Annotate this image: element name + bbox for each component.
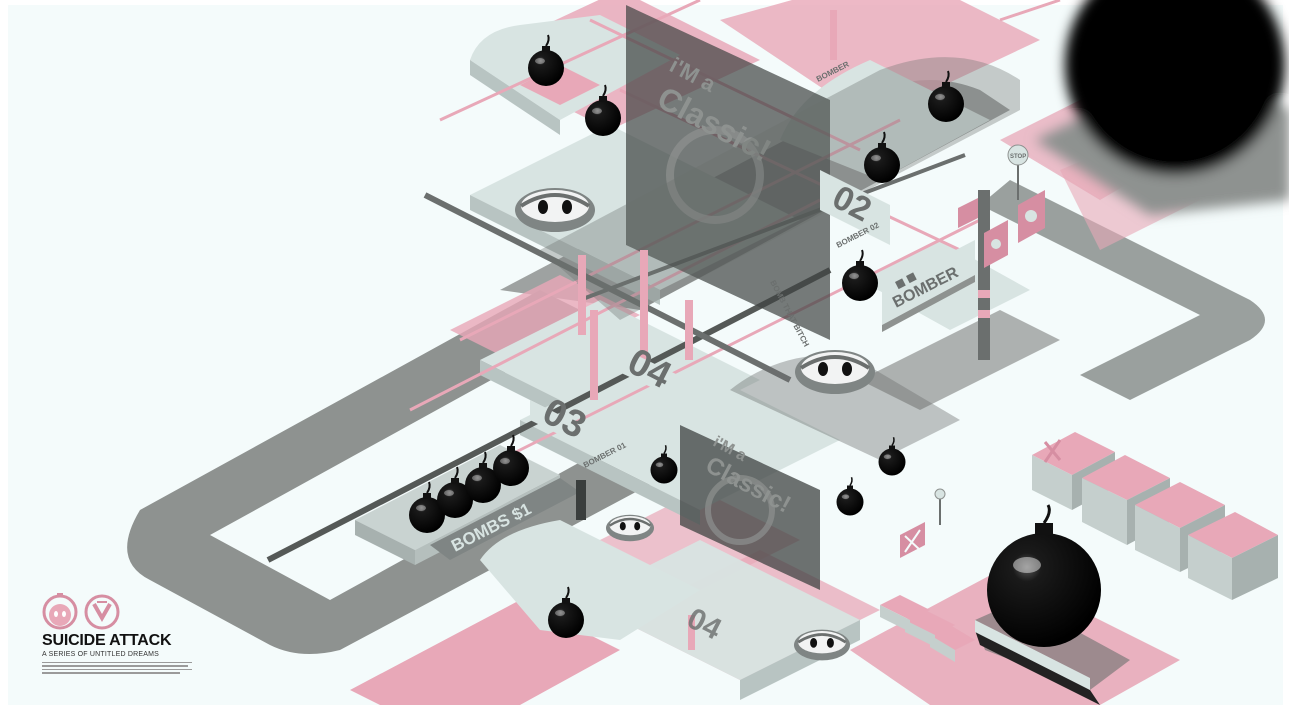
- brand-subtitle: A SERIES OF UNTITLED DREAMS: [42, 651, 160, 658]
- classic-panel-bottom: [680, 425, 820, 590]
- bomber-sign-large: [882, 240, 975, 332]
- sign-stop: STOP: [1010, 154, 1026, 160]
- stop-sign-icon-small: [934, 488, 946, 525]
- pink-pillars: [578, 10, 837, 650]
- brand-icons: [42, 593, 120, 630]
- crate-small-row: [880, 595, 975, 662]
- bomber-face-icon: [42, 593, 78, 630]
- plate-04: [615, 345, 720, 420]
- crate-stack: [1032, 432, 1278, 600]
- brand-block: SUICIDE ATTACK A SERIES OF UNTITLED DREA…: [40, 588, 300, 674]
- big-bomb-icon: [987, 504, 1101, 647]
- brand-title: SUICIDE ATTACK: [42, 632, 172, 649]
- plate-02: [820, 170, 890, 245]
- stop-sign-icon: [1007, 144, 1029, 200]
- classic-panel-top: [626, 5, 830, 340]
- skull-sign-icon: [984, 190, 1045, 268]
- grey-track-right: [980, 180, 1265, 400]
- sign-post: [978, 190, 990, 360]
- arrow-down-icon: [84, 594, 120, 630]
- x-sign-icon: [900, 198, 978, 558]
- grey-pipe-cross: [423, 192, 792, 383]
- brand-fine-print: [42, 662, 192, 676]
- plate-03: [530, 400, 630, 470]
- blurred-corner-bomb: [1035, 0, 1289, 215]
